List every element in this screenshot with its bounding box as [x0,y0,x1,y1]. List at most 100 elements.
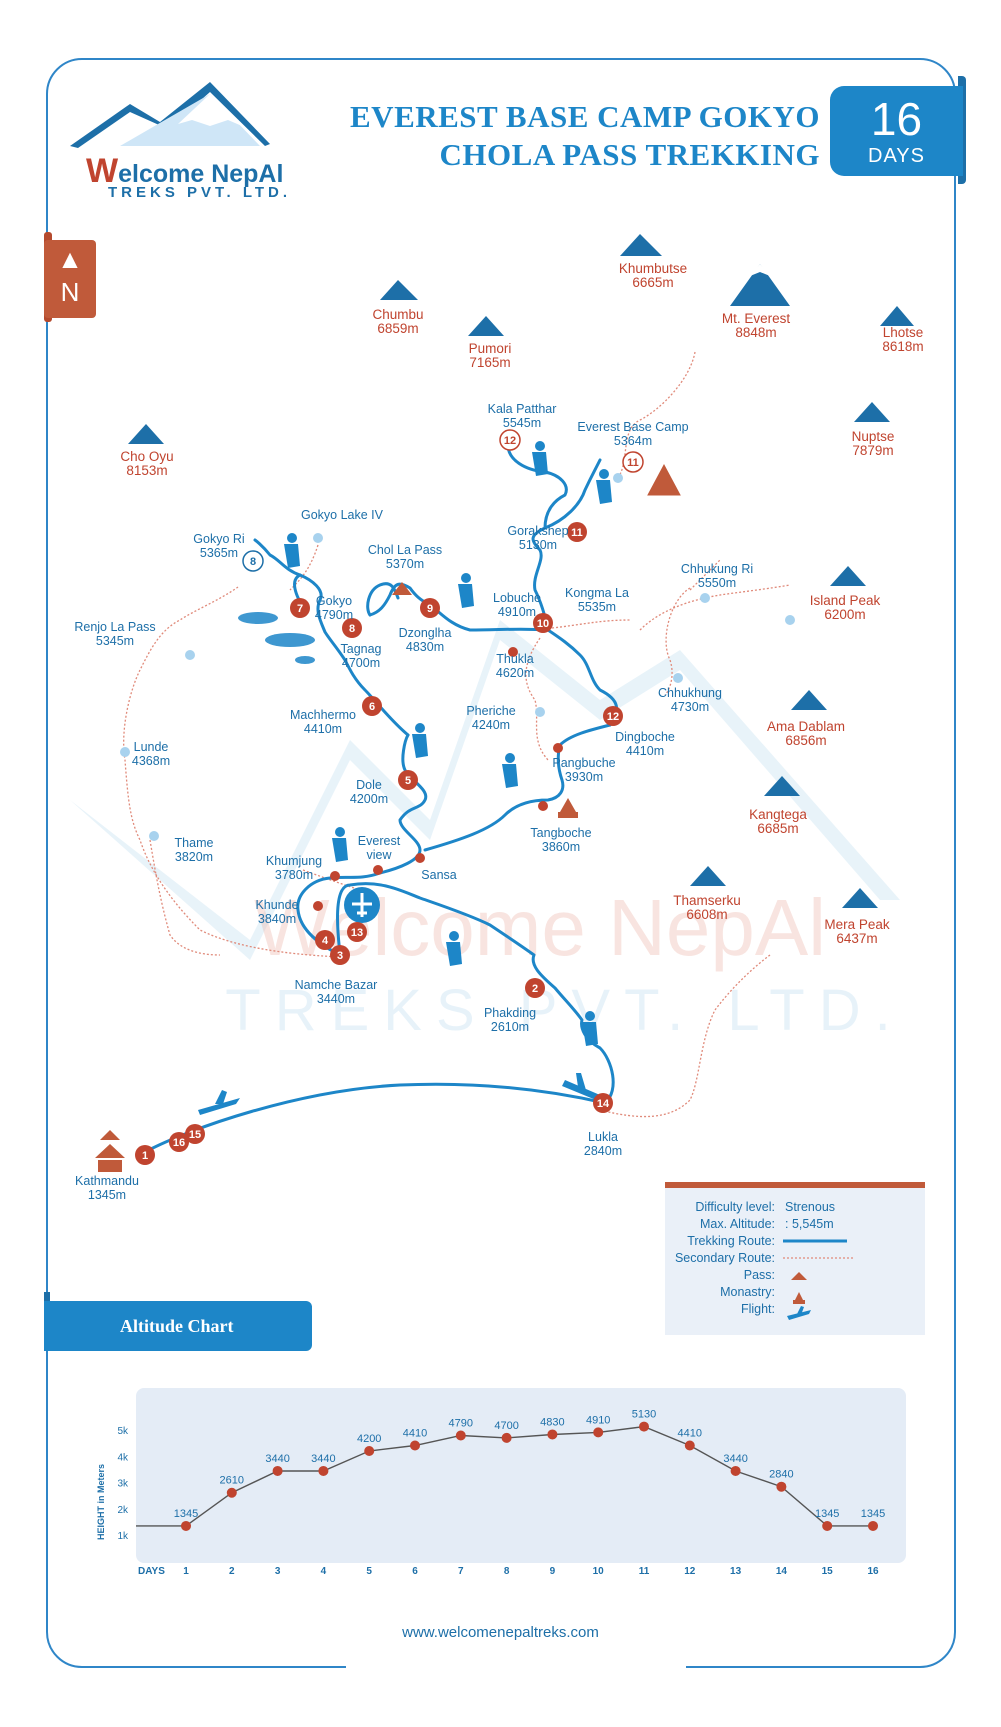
svg-text:12: 12 [607,711,619,723]
day-marker-16: 16 [169,1132,189,1152]
svg-text:11: 11 [627,457,639,469]
place-label-gokyo-lake-iv: Gokyo Lake IV [301,508,383,522]
tent-icon [647,463,681,496]
title-line-1: EVEREST BASE CAMP GOKYO [350,99,820,134]
logo-brand: Welcome NepAl [86,152,283,191]
frame-gap [346,1660,686,1674]
day-marker-15: 15 [185,1124,205,1144]
day-marker-14: 14 [593,1093,613,1113]
kathmandu-temple-icon [95,1130,125,1172]
altitude-value-label: 3440 [723,1453,747,1465]
website-link[interactable]: www.welcomenepaltreks.com [402,1624,599,1641]
altitude-point [684,1440,695,1451]
y-axis-label: HEIGHT in Meters [96,1464,106,1540]
x-tick-label: 11 [639,1566,650,1577]
svg-text:4: 4 [322,935,329,947]
north-label: N [60,277,80,307]
plane-icon [198,1090,240,1115]
altitude-point [181,1520,191,1531]
svg-text:3: 3 [337,950,343,962]
x-tick-label: 6 [412,1566,418,1577]
day-marker-6: 6 [362,696,382,716]
day-marker-10: 10 [533,613,553,633]
x-tick-label: 8 [504,1566,510,1577]
north-arrow-icon: ▲ [57,244,83,274]
altitude-point [547,1429,558,1440]
altitude-value-label: 1345 [174,1508,198,1520]
svg-text:11: 11 [571,527,583,539]
altitude-point [868,1520,878,1531]
x-tick-label: 9 [550,1566,556,1577]
svg-text:8: 8 [250,556,256,568]
x-tick-label: 2 [229,1566,235,1577]
y-tick-label: 4k [117,1452,129,1463]
peak-snowcaps [750,264,770,276]
svg-text:1: 1 [142,1150,148,1162]
altitude-point [318,1465,329,1476]
place-label-sansa: Sansa [421,868,457,882]
hiker-icons [284,441,612,1046]
altitude-point [364,1446,375,1456]
x-tick-label: 14 [776,1566,788,1577]
day-marker-8: 8 [342,618,362,638]
altitude-point [730,1465,741,1476]
altitude-point [410,1440,420,1451]
day-marker-12b: 12 [603,706,623,726]
legend-pass-icon [791,1272,807,1280]
day-marker-9: 9 [420,598,440,618]
altitude-value-label: 4790 [449,1418,473,1430]
altitude-value-label: 1345 [861,1508,885,1520]
route-map: Welcome NepAl TREKS PVT. LTD. [70,234,914,1172]
altitude-value-label: 3440 [265,1453,289,1465]
x-axis-label: DAYS [138,1566,165,1577]
day-marker-1: 1 [135,1145,155,1165]
svg-text:15: 15 [189,1129,201,1141]
day-marker-2: 2 [525,978,545,998]
gokyo-ri-marker: 8 [242,550,264,572]
svg-text:9: 9 [427,603,433,615]
x-tick-label: 12 [684,1566,696,1577]
logo-brand-initial: W [86,152,119,190]
legend-flight-icon [787,1306,811,1320]
junction-dots [313,647,563,911]
svg-text:7: 7 [297,603,303,615]
altitude-title-box [44,1301,312,1351]
svg-text:13: 13 [351,927,363,939]
days-label: DAYS [868,145,925,167]
svg-text:12: 12 [504,435,516,447]
altitude-value-label: 4200 [357,1433,381,1445]
gokyo-lakes [238,612,315,664]
day-markers: 1 2 3 4 5 6 7 8 9 10 11 11 12 12 13 14 1… [135,429,644,1165]
y-tick-label: 1k [117,1531,129,1542]
x-tick-label: 13 [730,1566,742,1577]
altitude-chart-background [136,1388,906,1563]
x-tick-label: 3 [275,1566,281,1577]
logo-brand-rest: elcome NepAl [118,160,284,188]
airport-icon [344,887,380,923]
legend-symbols [783,1239,855,1320]
poster-title: EVEREST BASE CAMP GOKYO CHOLA PASS TREKK… [300,98,820,174]
monastery-icon [558,798,578,818]
